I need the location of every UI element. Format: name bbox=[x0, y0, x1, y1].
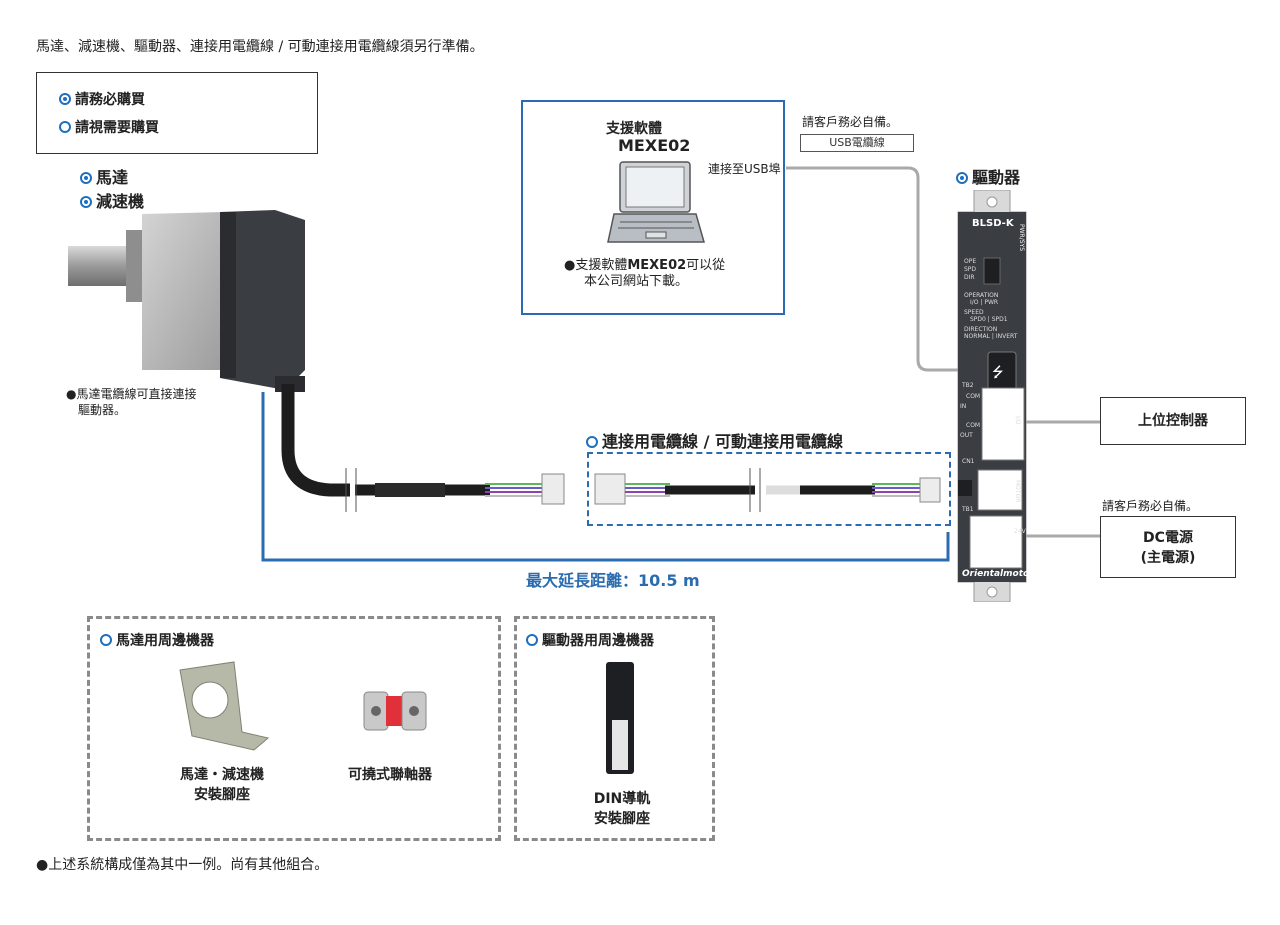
dc-power-line2: (主電源) bbox=[1140, 550, 1196, 566]
software-note-1: ●支援軟體MEXE02可以從 bbox=[564, 254, 725, 273]
coupling-label: 可撓式聯軸器 bbox=[348, 767, 432, 783]
driver-com-1: COM bbox=[966, 393, 981, 400]
din-rail-label-line2: 安裝腳座 bbox=[594, 811, 650, 827]
usb-cable-line bbox=[786, 166, 992, 372]
driver-tb1: TB1 bbox=[962, 506, 974, 513]
dc-power-line1: DC電源 bbox=[1143, 530, 1193, 546]
gearhead-label: 減速機 bbox=[80, 188, 144, 212]
motor-accessories-title-text: 馬達用周邊機器 bbox=[116, 633, 214, 649]
header-note: 馬達、減速機、驅動器、連接用電纜線 / 可動連接用電纜線須另行準備。 bbox=[36, 39, 484, 55]
open-circle-icon bbox=[100, 634, 112, 646]
legend-required: 請務必購買 bbox=[59, 89, 145, 109]
host-controller-box: 上位控制器 bbox=[1100, 397, 1246, 445]
open-circle-icon bbox=[586, 436, 598, 448]
driver-label-text: 驅動器 bbox=[972, 168, 1021, 187]
software-note-prefix: ●支援軟體 bbox=[564, 258, 628, 273]
software-box bbox=[521, 100, 785, 315]
mounting-bracket-image bbox=[179, 661, 270, 751]
driver-operation-sub: I/O | PWR bbox=[970, 299, 999, 306]
driver-connection-lines bbox=[1026, 420, 1102, 538]
gearhead-label-text: 減速機 bbox=[96, 192, 145, 211]
software-name: MEXE02 bbox=[618, 136, 691, 155]
software-note-2: 本公司網站下載。 bbox=[584, 274, 689, 289]
driver-io: I/O bbox=[1014, 416, 1021, 425]
driver-brand: Orientalmotor bbox=[962, 569, 1034, 579]
driver-direction-sub: NORMAL | INVERT bbox=[964, 333, 1018, 340]
driver-pwr-sys: PWR/SYS bbox=[1018, 224, 1025, 252]
legend-optional-label: 請視需要購買 bbox=[75, 120, 159, 136]
bracket-label-line1: 馬達・減速機 bbox=[180, 767, 264, 783]
cable-label-text: 連接用電纜線 / 可動連接用電纜線 bbox=[602, 432, 843, 451]
driver-speed-sub: SPD0 | SPD1 bbox=[970, 316, 1008, 323]
motor-accessories-box bbox=[87, 616, 501, 841]
driver-accessories-title-text: 驅動器用周邊機器 bbox=[542, 633, 654, 649]
bracket-label-line2: 安裝腳座 bbox=[194, 787, 250, 803]
driver-direction: DIRECTION bbox=[964, 326, 998, 333]
legend-box: 請務必購買 請視需要購買 bbox=[36, 72, 318, 154]
driver-tb2: TB2 bbox=[962, 382, 974, 389]
usb-icon: ⭍ bbox=[992, 365, 1004, 381]
software-title: 支援軟體 bbox=[606, 121, 662, 137]
driver-label: 驅動器 bbox=[956, 164, 1020, 188]
driver-unit: BLSD-K PWR/SYS OPE SPD DIR OPERATION I/O… bbox=[956, 190, 1034, 602]
filled-circle-icon bbox=[80, 172, 92, 184]
driver-ope: OPE bbox=[964, 258, 977, 265]
footer-note: ●上述系統構成僅為其中一例。尚有其他組合。 bbox=[36, 857, 329, 873]
driver-out: OUT bbox=[960, 432, 973, 439]
power-note: 請客戶務必自備。 bbox=[1102, 499, 1199, 513]
dc-power-box: DC電源 (主電源) bbox=[1100, 516, 1236, 578]
driver-dir: DIR bbox=[964, 274, 975, 281]
software-note-suffix: 可以從 bbox=[686, 258, 726, 273]
filled-circle-icon bbox=[80, 196, 92, 208]
motor-label: 馬達 bbox=[80, 164, 128, 188]
driver-accessories-title: 驅動器用周邊機器 bbox=[526, 630, 654, 650]
legend-optional: 請視需要購買 bbox=[59, 117, 159, 137]
driver-in: IN bbox=[960, 403, 967, 410]
open-circle-icon bbox=[526, 634, 538, 646]
motor-note-1: ●馬達電纜線可直接連接 bbox=[66, 387, 197, 401]
motor-label-text: 馬達 bbox=[96, 168, 129, 187]
driver-model: BLSD-K bbox=[972, 218, 1014, 229]
filled-circle-icon bbox=[59, 93, 71, 105]
open-circle-icon bbox=[59, 121, 71, 133]
driver-24v: 24V bbox=[1014, 528, 1026, 535]
motor-illustration bbox=[68, 210, 305, 392]
cable-label: 連接用電纜線 / 可動連接用電纜線 bbox=[586, 428, 843, 452]
legend-required-label: 請務必購買 bbox=[75, 92, 145, 108]
driver-cn1: CN1 bbox=[962, 458, 975, 465]
motor-note-2: 驅動器。 bbox=[78, 403, 127, 417]
laptop-icon bbox=[607, 161, 705, 243]
motor-accessories-title: 馬達用周邊機器 bbox=[100, 630, 214, 650]
driver-speed: SPEED bbox=[964, 309, 984, 316]
usb-port-label: 連接至USB埠 bbox=[708, 162, 781, 176]
driver-com-2: COM bbox=[966, 422, 981, 429]
driver-body-shape bbox=[957, 190, 1027, 602]
software-note-bold: MEXE02 bbox=[627, 258, 687, 273]
din-rail-image bbox=[606, 662, 634, 774]
usb-cable-box: USB電纜線 bbox=[800, 134, 914, 152]
din-rail-label: DIN導軌 安裝腳座 bbox=[580, 788, 664, 828]
driver-accessories-box bbox=[514, 616, 715, 841]
flexible-coupling-image bbox=[363, 691, 427, 731]
din-rail-label-line1: DIN導軌 bbox=[593, 791, 651, 807]
connection-cable-area bbox=[587, 452, 951, 526]
bracket-label: 馬達・減速機 安裝腳座 bbox=[172, 764, 272, 804]
max-length-label: 最大延長距離：10.5 m bbox=[526, 571, 700, 590]
driver-operation: OPERATION bbox=[964, 292, 999, 299]
driver-spd: SPD bbox=[964, 266, 977, 273]
driver-motor-label: MOTOR bbox=[1014, 480, 1021, 503]
filled-circle-icon bbox=[956, 172, 968, 184]
cable-drawing bbox=[261, 384, 950, 562]
usb-cable-note: 請客戶務必自備。 bbox=[802, 115, 899, 129]
